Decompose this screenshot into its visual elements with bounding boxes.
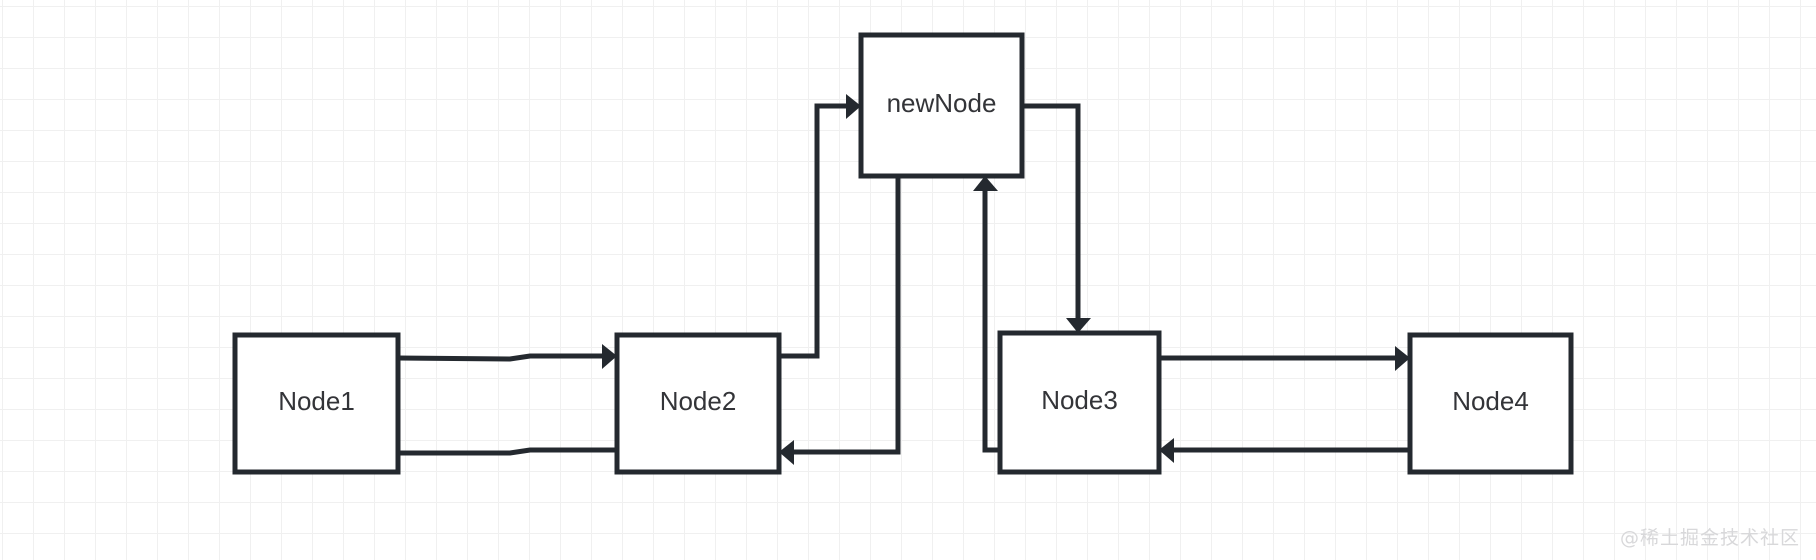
node-node3-box xyxy=(997,330,1162,475)
edge-node3-node4[interactable] xyxy=(1159,346,1410,371)
edge-newnode-node2-line xyxy=(794,176,901,455)
node-newnode-box xyxy=(858,32,1025,179)
edge-node1-node2[interactable] xyxy=(397,344,617,369)
edge-node4-node3[interactable] xyxy=(1159,438,1410,463)
edge-node2-newnode-line xyxy=(779,103,846,359)
edge-node2-node1[interactable] xyxy=(383,441,617,466)
edge-node2-newnode-arrowhead xyxy=(846,94,861,119)
edge-newnode-node3-arrowhead xyxy=(1066,318,1091,333)
edge-node2-node1-line xyxy=(398,447,617,456)
edge-node2-newnode[interactable] xyxy=(779,94,861,359)
node-newnode[interactable]: newNode xyxy=(858,32,1025,179)
edge-node3-newnode[interactable] xyxy=(973,176,1000,453)
watermark: @稀土掘金技术社区 xyxy=(1619,527,1800,549)
node-node3-label: Node3 xyxy=(1041,385,1118,415)
node-node2-label: Node2 xyxy=(660,386,737,416)
edge-node3-newnode-line xyxy=(982,191,1000,453)
edge-newnode-node3[interactable] xyxy=(1022,103,1091,333)
node-node4-label: Node4 xyxy=(1452,386,1529,416)
edge-node1-node2-arrowhead xyxy=(602,344,617,369)
edge-node4-node3-arrowhead xyxy=(1159,438,1174,463)
node-node1-box xyxy=(232,332,401,475)
node-node4-box xyxy=(1407,332,1574,475)
node-node2[interactable]: Node2 xyxy=(614,332,782,475)
edge-newnode-node3-line xyxy=(1022,103,1081,318)
node-newnode-label: newNode xyxy=(887,88,997,118)
edge-node1-node2-line xyxy=(397,353,602,362)
edge-node3-newnode-arrowhead xyxy=(973,176,998,191)
node-node1[interactable]: Node1 xyxy=(232,332,401,475)
edge-newnode-node2[interactable] xyxy=(779,176,901,465)
node-node3[interactable]: Node3 xyxy=(997,330,1162,475)
node-node1-label: Node1 xyxy=(278,386,355,416)
node-node4[interactable]: Node4 xyxy=(1407,332,1574,475)
node-node2-box xyxy=(614,332,782,475)
edge-newnode-node2-arrowhead xyxy=(779,440,794,465)
edge-node3-node4-arrowhead xyxy=(1395,346,1410,371)
